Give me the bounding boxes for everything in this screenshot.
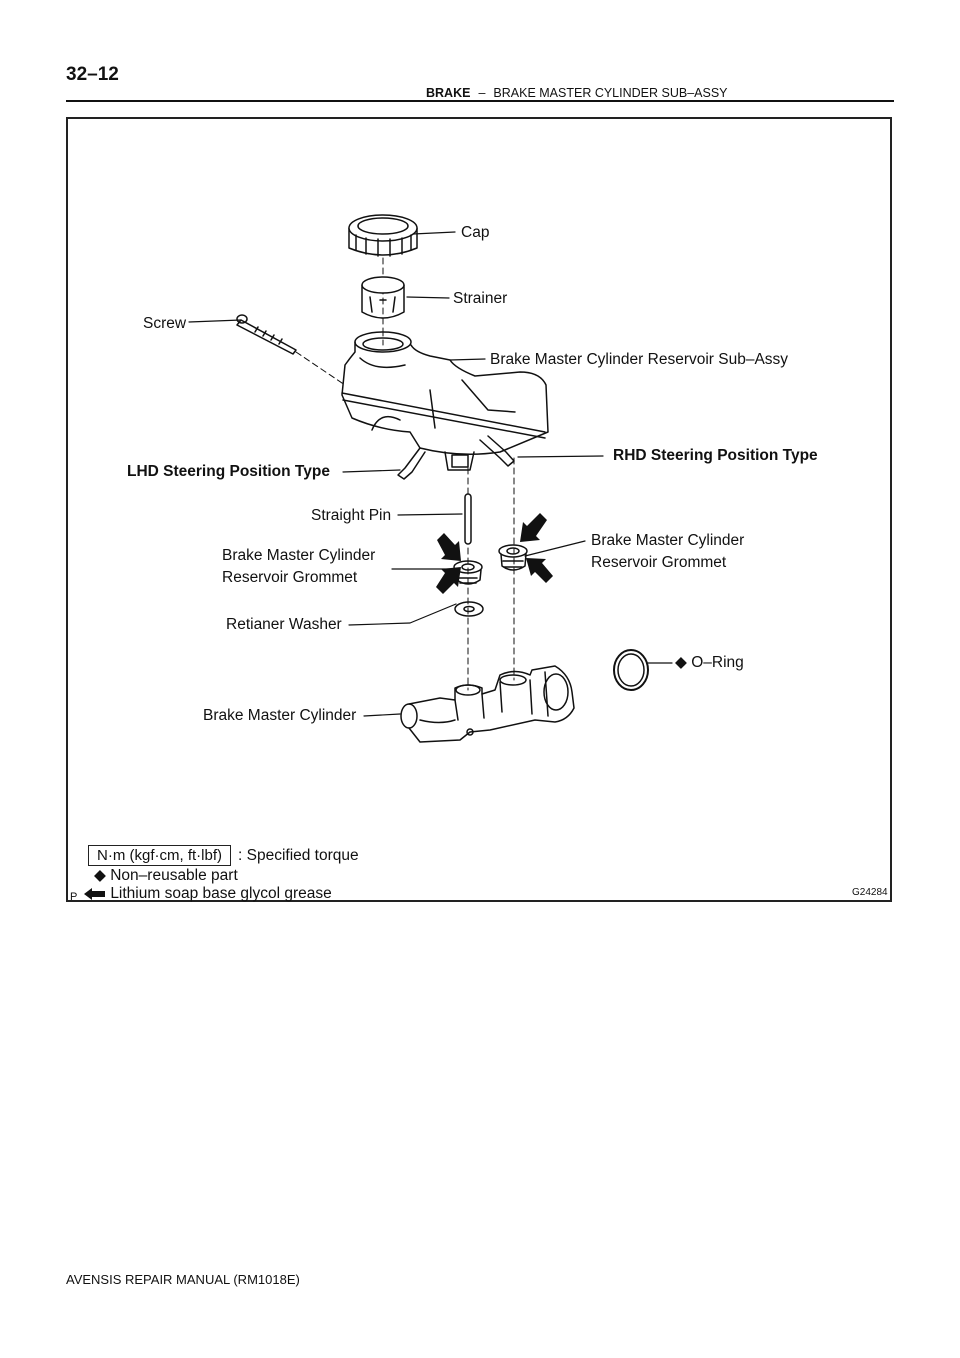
washer-part (454, 601, 484, 617)
label-grommet-right-line1: Brake Master Cylinder (591, 532, 745, 549)
label-reservoir: Brake Master Cylinder Reservoir Sub–Assy (490, 351, 789, 368)
label-lhd-type: LHD Steering Position Type (127, 463, 330, 480)
cap-part (348, 214, 418, 257)
label-straight-pin: Straight Pin (311, 507, 392, 524)
legend-grease-text: Lithium soap base glycol grease (110, 885, 332, 902)
header-separator: – (478, 86, 486, 100)
diamond-icon: ◆ (94, 867, 106, 884)
label-grommet-left: Brake Master Cylinder Reservoir Grommet (222, 545, 375, 589)
oring-part (613, 649, 649, 691)
label-cap: Cap (461, 224, 490, 241)
label-grommet-right-line2: Reservoir Grommet (591, 554, 727, 571)
legend-torque-text: : Specified torque (238, 847, 359, 864)
straight-pin-part (464, 493, 472, 545)
cylinder-part (400, 665, 575, 743)
label-oring-text: O–Ring (691, 654, 744, 671)
label-grommet-right: Brake Master Cylinder Reservoir Grommet (591, 530, 744, 574)
grommet-left-part (453, 560, 483, 585)
header-subtitle: BRAKE MASTER CYLINDER SUB–ASSY (493, 86, 728, 100)
label-screw: Screw (143, 315, 187, 332)
label-rhd-type: RHD Steering Position Type (613, 447, 818, 464)
header-title: BRAKE–BRAKE MASTER CYLINDER SUB–ASSY (426, 86, 728, 100)
label-strainer: Strainer (453, 290, 508, 307)
figure-id: G24284 (852, 887, 888, 898)
grease-arrow-icon (84, 887, 105, 900)
label-grommet-left-line2: Reservoir Grommet (222, 569, 358, 586)
nonreusable-diamond-icon: ◆ (675, 654, 687, 671)
page-number: 32–12 (66, 64, 119, 85)
label-grommet-left-line1: Brake Master Cylinder (222, 547, 376, 564)
strainer-part (361, 276, 405, 319)
footer-manual: AVENSIS REPAIR MANUAL (RM1018E) (66, 1272, 300, 1287)
legend-nonreusable-text: Non–reusable part (110, 867, 238, 884)
legend-grease: Lithium soap base glycol grease (84, 885, 332, 903)
header-section: BRAKE (426, 86, 471, 100)
legend-torque-box: N·m (kgf·cm, ft·lbf) (88, 845, 231, 866)
label-cylinder: Brake Master Cylinder (203, 707, 357, 724)
header-rule (66, 100, 894, 102)
legend-nonreusable: ◆ Non–reusable part (94, 866, 238, 885)
grommet-right-part (498, 544, 528, 571)
label-oring: ◆ O–Ring (675, 652, 744, 674)
figure-frame (66, 117, 892, 902)
screw-part (236, 314, 297, 355)
grease-arrows (436, 513, 553, 594)
label-washer: Retianer Washer (226, 616, 342, 633)
legend-p-mark: P (70, 891, 78, 903)
